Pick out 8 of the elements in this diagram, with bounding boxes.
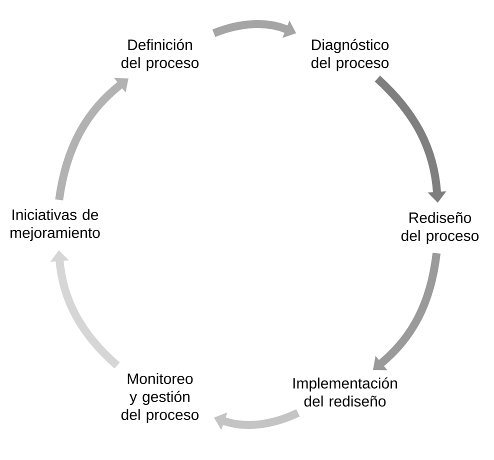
curved-arrow [373, 252, 441, 370]
step-label: Monitoreo y gestión del proceso [121, 373, 199, 423]
step-label: Implementación del rediseño [293, 377, 397, 407]
step-label: Diagnóstico del proceso [311, 38, 389, 72]
step-label: Definición del proceso [121, 38, 199, 72]
step-label: Iniciativas de mejoramiento [10, 209, 100, 241]
step-label: Rediseño del proceso [401, 212, 479, 244]
curved-arrow [55, 78, 128, 200]
